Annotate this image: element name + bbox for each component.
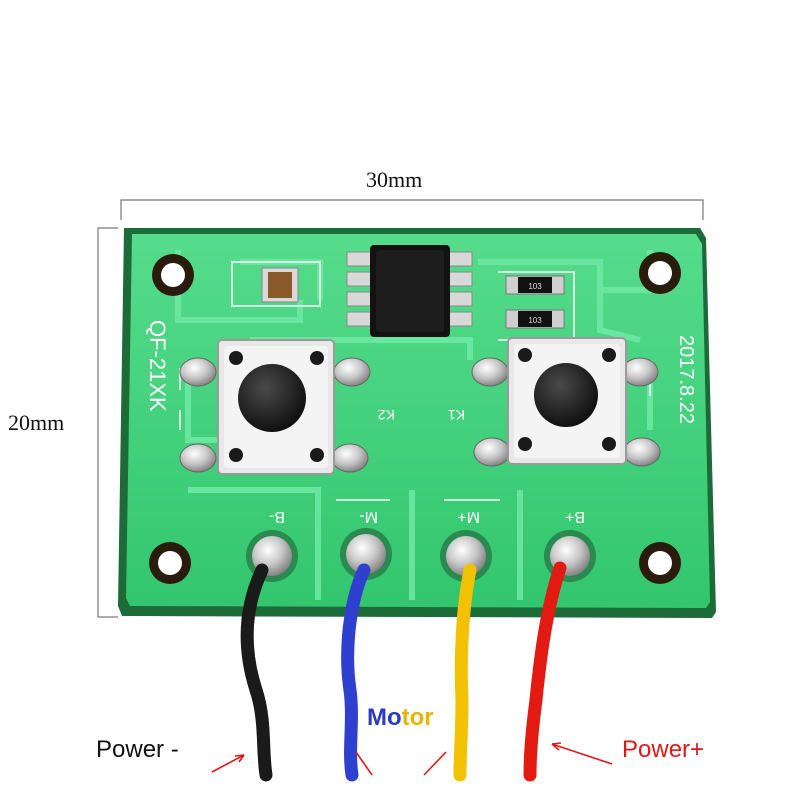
mounting-holes	[149, 252, 681, 584]
wire-yellow	[453, 563, 477, 782]
dimension-lines	[97, 199, 704, 618]
power-minus-label: Power -	[96, 736, 179, 763]
smd-capacitor	[261, 267, 299, 303]
tactile-button-k2	[217, 339, 335, 475]
mounting-hole	[639, 542, 681, 584]
resistor-code: 103	[528, 282, 542, 291]
mounting-hole	[639, 252, 681, 294]
tactile-button-k1	[507, 337, 627, 465]
resistor: 103	[505, 309, 565, 329]
width-dimension-label: 30mm	[366, 167, 423, 192]
arrow-motor-right	[423, 751, 447, 776]
model-silkscreen: QF-21XK	[145, 320, 170, 412]
mounting-hole	[149, 542, 191, 584]
mounting-hole	[152, 254, 194, 296]
motor-label-part: tor	[401, 704, 434, 731]
arrow-motor-left	[355, 751, 373, 776]
power-plus-label: Power+	[622, 736, 705, 763]
wire-red	[523, 561, 567, 782]
arrow-power-plus	[551, 743, 613, 765]
height-dimension-label: 20mm	[8, 410, 65, 435]
ic-chip	[346, 245, 473, 337]
resistor: 103	[505, 275, 565, 295]
resistor-code: 103	[528, 316, 542, 325]
k1-silkscreen: K1	[448, 407, 465, 423]
date-silkscreen: 2017.8.22	[675, 335, 697, 424]
wires	[240, 561, 567, 782]
button-solder-pads	[179, 357, 661, 473]
smd-resistors: 103 103	[505, 275, 565, 329]
pad-label-b-minus: B-	[269, 508, 285, 525]
wire-blue	[341, 563, 371, 782]
callout-arrows	[211, 742, 613, 776]
wire-black	[240, 563, 273, 782]
arrow-power-minus	[211, 754, 245, 773]
pad-label-b-plus: B+	[565, 508, 585, 525]
motor-label: Motor	[367, 704, 434, 732]
pad-label-m-plus: M+	[457, 508, 480, 525]
pad-label-m-minus: M-	[359, 508, 378, 525]
k2-silkscreen: K2	[378, 407, 395, 423]
motor-label-part: Mo	[367, 704, 402, 731]
